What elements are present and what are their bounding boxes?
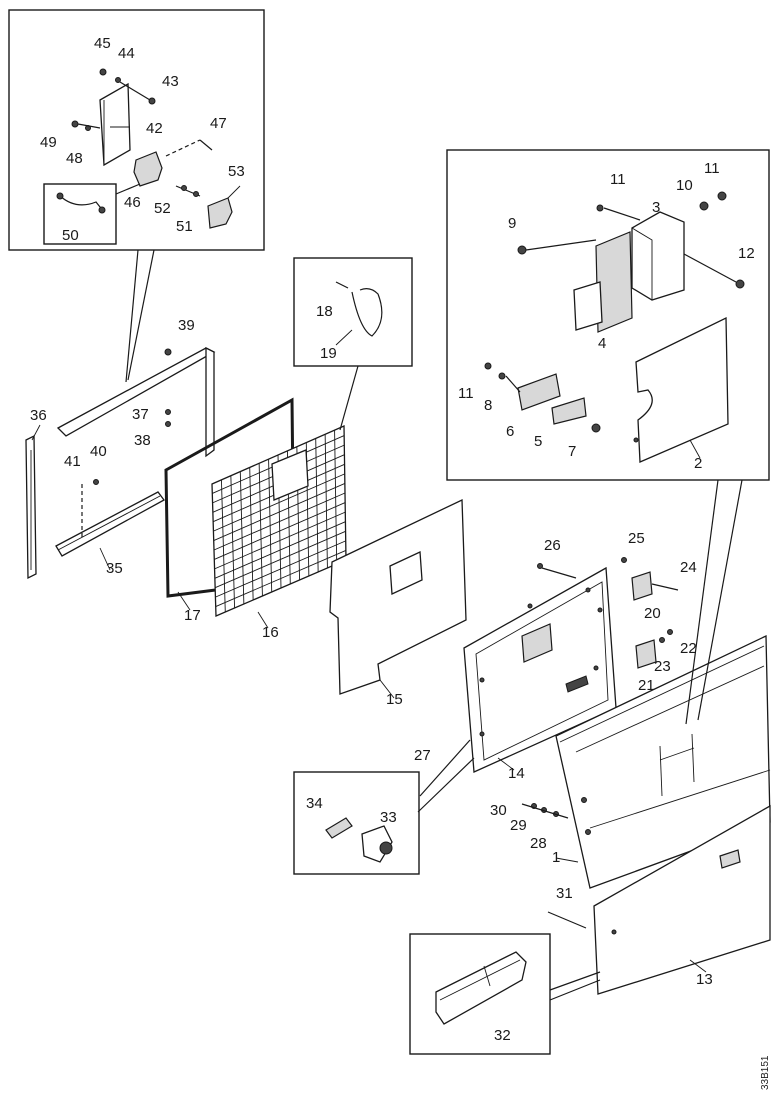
callout-21: 21 bbox=[638, 677, 655, 694]
callout-29: 29 bbox=[510, 817, 527, 834]
panel-15 bbox=[329, 498, 467, 695]
callout-26: 26 bbox=[544, 537, 561, 554]
callout-50: 50 bbox=[62, 227, 79, 244]
callout-5: 5 bbox=[534, 433, 542, 450]
callout-43: 43 bbox=[162, 73, 179, 90]
callout-23: 23 bbox=[654, 658, 671, 675]
callout-48: 48 bbox=[66, 150, 83, 167]
callout-35: 35 bbox=[106, 560, 123, 577]
callout-10: 10 bbox=[676, 177, 693, 194]
detail-box-33-34 bbox=[293, 739, 475, 875]
callout-7: 7 bbox=[568, 443, 576, 460]
callout-46: 46 bbox=[124, 194, 141, 211]
callout-37: 37 bbox=[132, 406, 149, 423]
callout-39: 39 bbox=[178, 317, 195, 334]
detail-box-18-19 bbox=[293, 257, 413, 431]
callout-42: 42 bbox=[146, 120, 163, 137]
callout-15: 15 bbox=[386, 691, 403, 708]
callout-2: 2 bbox=[694, 455, 702, 472]
door-1 bbox=[521, 634, 771, 889]
grille-16 bbox=[211, 425, 347, 617]
detail-box-right bbox=[446, 149, 770, 725]
callout-6: 6 bbox=[506, 423, 514, 440]
detail-box-32 bbox=[409, 933, 601, 1055]
callout-53: 53 bbox=[228, 163, 245, 180]
callout-51: 51 bbox=[176, 218, 193, 235]
callout-44: 44 bbox=[118, 45, 135, 62]
callout-38: 38 bbox=[134, 432, 151, 449]
leader-lines bbox=[31, 126, 707, 973]
detail-box-top-left bbox=[8, 9, 265, 383]
callout-19: 19 bbox=[320, 345, 337, 362]
callout-45: 45 bbox=[94, 35, 111, 52]
callout-28: 28 bbox=[530, 835, 547, 852]
callout-1: 1 bbox=[552, 849, 560, 866]
callout-33: 33 bbox=[380, 809, 397, 826]
callout-13: 13 bbox=[696, 971, 713, 988]
callout-47: 47 bbox=[210, 115, 227, 132]
callout-14: 14 bbox=[508, 765, 525, 782]
callout-52: 52 bbox=[154, 200, 171, 217]
callout-30: 30 bbox=[490, 802, 507, 819]
callout-8: 8 bbox=[484, 397, 492, 414]
drawing-code: 33B151 bbox=[760, 1055, 771, 1090]
callout-32: 32 bbox=[494, 1027, 511, 1044]
frame-assembly bbox=[25, 346, 216, 580]
callout-20: 20 bbox=[644, 605, 661, 622]
callout-31: 31 bbox=[556, 885, 573, 902]
callout-40: 40 bbox=[90, 443, 107, 460]
hinges-20-21 bbox=[621, 557, 679, 669]
door-frame-14 bbox=[463, 563, 617, 773]
callout-34: 34 bbox=[306, 795, 323, 812]
callout-49: 49 bbox=[40, 134, 57, 151]
callout-11-a: 11 bbox=[610, 171, 626, 188]
callout-27: 27 bbox=[414, 747, 431, 764]
callout-24: 24 bbox=[680, 559, 697, 576]
callouts: 45 44 43 42 47 49 48 53 46 52 51 50 18 1… bbox=[30, 35, 771, 1090]
callout-36: 36 bbox=[30, 407, 47, 424]
callout-17: 17 bbox=[184, 607, 201, 624]
callout-4: 4 bbox=[598, 335, 606, 352]
callout-22: 22 bbox=[680, 640, 697, 657]
callout-3: 3 bbox=[652, 199, 660, 216]
callout-11-c: 11 bbox=[458, 385, 474, 402]
callout-11-b: 11 bbox=[704, 160, 720, 177]
callout-16: 16 bbox=[262, 624, 279, 641]
callout-9: 9 bbox=[508, 215, 516, 232]
callout-41: 41 bbox=[64, 453, 81, 470]
callout-25: 25 bbox=[628, 530, 645, 547]
panel-13 bbox=[547, 804, 771, 995]
callout-18: 18 bbox=[316, 303, 333, 320]
callout-12: 12 bbox=[738, 245, 755, 262]
